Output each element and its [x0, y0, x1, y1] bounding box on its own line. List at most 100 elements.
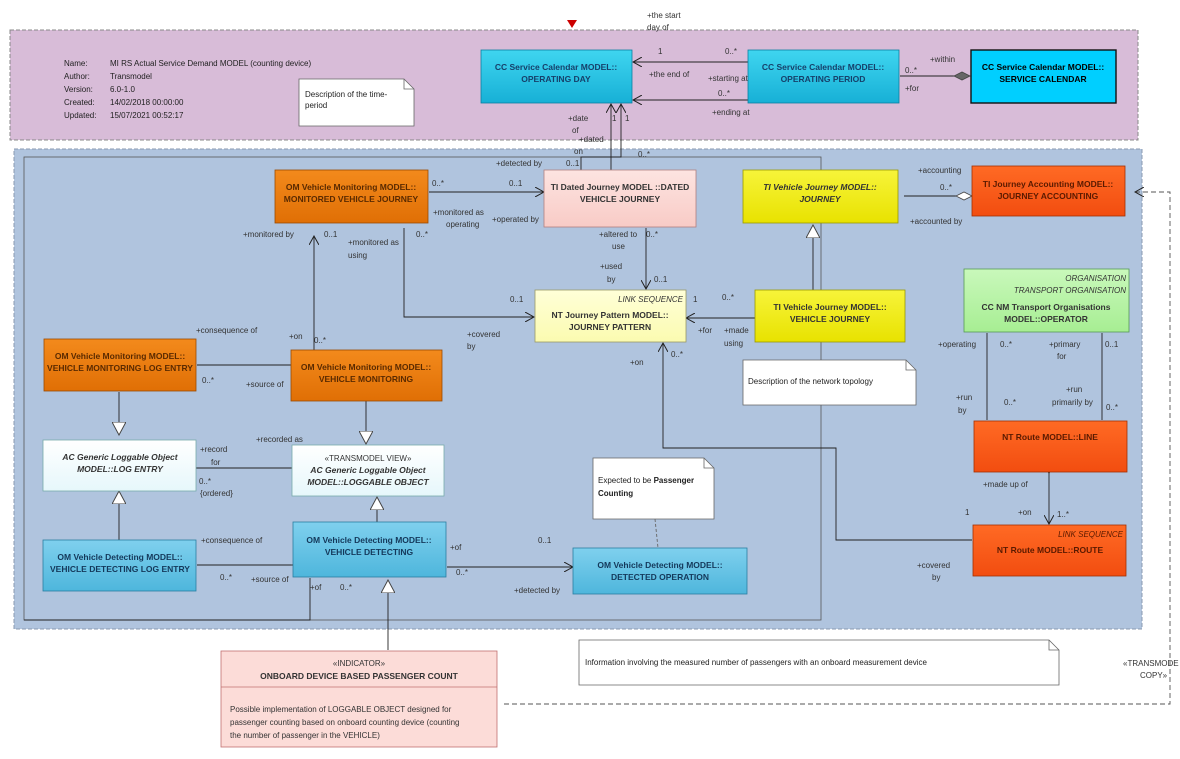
lbl-covered-by-1: +covered	[467, 330, 500, 339]
lbl-of-2: +of	[310, 583, 322, 592]
class-op-stereo2: TRANSPORT ORGANISATION	[1014, 286, 1126, 295]
class-lo-line1: AC Generic Loggable Object	[309, 465, 426, 475]
class-vehicle-detecting-log-entry[interactable]: OM Vehicle Detecting MODEL:: VEHICLE DET…	[42, 539, 197, 592]
lbl-consequence-of-1: +consequence of	[196, 326, 258, 335]
class-monitored-vehicle-journey[interactable]: OM Vehicle Monitoring MODEL:: MONITORED …	[274, 169, 429, 224]
mult-vd-do: 0..*	[456, 568, 468, 577]
lbl-record-for-2: for	[211, 458, 221, 467]
class-op-line1: CC NM Transport Organisations	[982, 302, 1111, 312]
class-le-line1: AC Generic Loggable Object	[61, 452, 178, 462]
class-service-calendar-line2: SERVICE CALENDAR	[999, 74, 1086, 84]
note-time-period-line2: period	[305, 101, 327, 110]
mult-monitored-by: 0..1	[324, 230, 338, 239]
lbl-on-jp: +on	[630, 358, 644, 367]
lbl-detected-by: +detected by	[496, 159, 542, 168]
class-ind-stereo: «INDICATOR»	[333, 659, 386, 668]
class-ind-desc2: passenger counting based on onboard coun…	[230, 718, 460, 727]
note-measured-text: Information involving the measured numbe…	[585, 658, 928, 667]
class-do-line2: DETECTED OPERATION	[611, 572, 709, 582]
mult-run-by: 0..*	[1004, 398, 1016, 407]
mult-period-2: 0..*	[718, 89, 730, 98]
connectors	[24, 62, 1171, 705]
lbl-used-by-1: +used	[600, 262, 622, 271]
class-dated-vehicle-journey[interactable]: TI Dated Journey MODEL ::DATED VEHICLE J…	[543, 169, 697, 228]
note-time-period-line1: Description of the time-	[305, 90, 388, 99]
meta-author-value: Transmodel	[110, 72, 152, 81]
mult-mvj-2: 0..*	[416, 230, 428, 239]
class-vehicle-monitoring[interactable]: OM Vehicle Monitoring MODEL:: VEHICLE MO…	[290, 349, 443, 402]
lbl-ordered: {ordered}	[200, 489, 233, 498]
class-vehicle-journey[interactable]: TI Vehicle Journey MODEL:: VEHICLE JOURN…	[754, 289, 906, 343]
class-vehicle-monitoring-log-entry[interactable]: OM Vehicle Monitoring MODEL:: VEHICLE MO…	[43, 338, 197, 392]
mult-jp-2: 1	[693, 295, 698, 304]
conn-mvj-jp	[403, 228, 534, 317]
class-journey-pattern[interactable]: LINK SEQUENCE NT Journey Pattern MODEL::…	[534, 289, 687, 343]
class-journey[interactable]: TI Vehicle Journey MODEL:: JOURNEY	[742, 169, 899, 224]
note-measured: Information involving the measured numbe…	[578, 639, 1060, 686]
note-passenger-bold1: Passenger	[654, 476, 694, 485]
class-route-stereo: LINK SEQUENCE	[1058, 530, 1124, 539]
class-le-line2: MODEL::LOG ENTRY	[77, 464, 164, 474]
lbl-covered-route-2: by	[932, 573, 940, 582]
class-operator[interactable]: ORGANISATION TRANSPORT ORGANISATION CC N…	[963, 268, 1130, 333]
association-labels: +the start day of 1 0..* +the end of +st…	[196, 11, 1179, 680]
class-operating-day[interactable]: CC Service Calendar MODEL:: OPERATING DA…	[480, 49, 633, 104]
note-network-topology-text: Description of the network topology	[748, 377, 873, 386]
mult-dvj-1: 0..1	[509, 179, 523, 188]
meta-version-label: Version:	[64, 85, 93, 94]
class-lo-stereo: «TRANSMODEL VIEW»	[325, 454, 412, 463]
mult-route-1: 1..*	[1057, 510, 1069, 519]
lbl-source-of-2: +source of	[251, 575, 289, 584]
lbl-recorded-as: +recorded as	[256, 435, 303, 444]
class-operating-period[interactable]: CC Service Calendar MODEL:: OPERATING PE…	[747, 49, 900, 104]
class-jp-stereo: LINK SEQUENCE	[618, 295, 684, 304]
lbl-on-route: +on	[1018, 508, 1032, 517]
class-jp-line2: JOURNEY PATTERN	[569, 322, 651, 332]
class-journey-accounting[interactable]: TI Journey Accounting MODEL:: JOURNEY AC…	[971, 165, 1126, 217]
class-vmle-line1: OM Vehicle Monitoring MODEL::	[55, 351, 186, 361]
note-network-topology: Description of the network topology	[742, 359, 917, 406]
class-vdle-line2: VEHICLE DETECTING LOG ENTRY	[50, 564, 190, 574]
lbl-primary-for-1: +primary	[1049, 340, 1080, 349]
lbl-run-by-2: by	[958, 406, 966, 415]
mult-period-1: 0..*	[725, 47, 737, 56]
mult-record-for: 0..*	[199, 477, 211, 486]
class-vmle-line2: VEHICLE MONITORING LOG ENTRY	[47, 363, 193, 373]
lbl-monitored-op-1: +monitored as	[433, 208, 484, 217]
conn-vd-frame	[24, 578, 311, 621]
svg-text:Expected to be Passenger: Expected to be Passenger	[598, 476, 694, 485]
class-service-calendar-line1: CC Service Calendar MODEL::	[982, 62, 1105, 72]
lbl-accounting: +accounting	[918, 166, 961, 175]
class-detected-operation[interactable]: OM Vehicle Detecting MODEL:: DETECTED OP…	[572, 547, 748, 595]
lbl-ending-at: +ending at	[712, 108, 750, 117]
mult-day-3: 1	[625, 114, 630, 123]
lbl-primary-for-2: for	[1057, 352, 1067, 361]
class-route[interactable]: LINK SEQUENCE NT Route MODEL::ROUTE	[972, 524, 1127, 577]
class-operating-period-line1: CC Service Calendar MODEL::	[762, 62, 885, 72]
class-service-calendar[interactable]: CC Service Calendar MODEL:: SERVICE CALE…	[970, 49, 1117, 104]
lbl-covered-route-1: +covered	[917, 561, 950, 570]
lbl-operated-by: +operated by	[492, 215, 539, 224]
class-vehicle-detecting[interactable]: OM Vehicle Detecting MODEL:: VEHICLE DET…	[292, 521, 447, 578]
note-time-period: Description of the time- period	[298, 78, 415, 127]
class-log-entry[interactable]: AC Generic Loggable Object MODEL::LOG EN…	[42, 439, 197, 492]
lbl-made-up-of: +made up of	[983, 480, 1028, 489]
mult-used-by: 0..1	[654, 275, 668, 284]
class-line-line1: NT Route MODEL::LINE	[1002, 432, 1098, 442]
lbl-within: +within	[930, 55, 955, 64]
frame-red-marker	[567, 20, 577, 28]
class-loggable-object[interactable]: «TRANSMODEL VIEW» AC Generic Loggable Ob…	[291, 444, 445, 497]
mult-dated-day: 0..*	[638, 150, 650, 159]
class-vm-line2: VEHICLE MONITORING	[319, 374, 414, 384]
lbl-date-of-1: +date	[568, 114, 589, 123]
class-line[interactable]: NT Route MODEL::LINE	[973, 420, 1128, 473]
meta-name-label: Name:	[64, 59, 88, 68]
lbl-consequence-of-2: +consequence of	[201, 536, 263, 545]
class-indicator[interactable]: «INDICATOR» ONBOARD DEVICE BASED PASSENG…	[220, 650, 498, 748]
lbl-used-by-2: by	[607, 275, 615, 284]
header-metadata: Name: MI RS Actual Service Demand MODEL …	[64, 59, 311, 120]
mult-altered: 0..*	[646, 230, 658, 239]
lbl-run-by-1: +run	[956, 393, 972, 402]
mult-day-2: 1	[612, 114, 617, 123]
